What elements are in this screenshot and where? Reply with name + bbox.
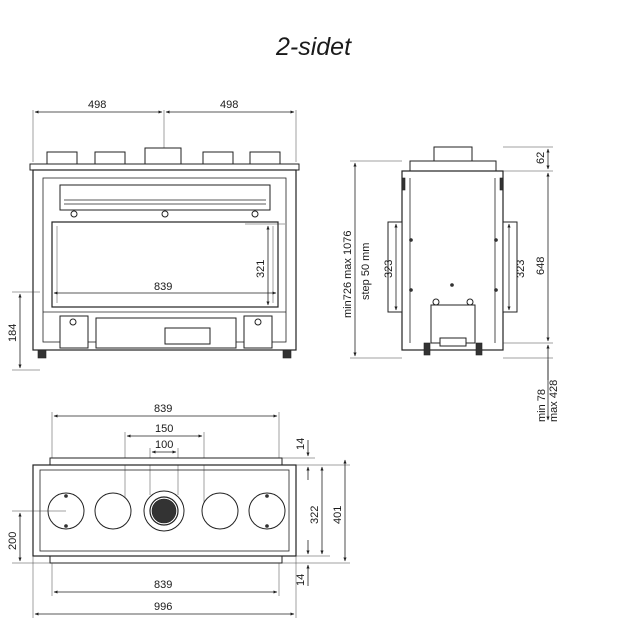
left-offset: 200 [7, 532, 19, 550]
outer-duct: 150 [155, 423, 173, 435]
side-drawer [430, 304, 476, 344]
top-box-center [144, 147, 182, 165]
base-height: 184 [7, 324, 19, 342]
leg-max: max 428 [548, 380, 560, 422]
opening-width: 839 [154, 281, 172, 293]
top-height: 62 [535, 152, 547, 164]
side-panel-right-height: 323 [515, 260, 527, 278]
total-height: min726 max 1076 [342, 231, 354, 318]
top-handle [433, 146, 473, 162]
depth-inner: 322 [309, 506, 321, 524]
leg-min: min 78 [536, 389, 548, 422]
total-width: 996 [154, 601, 172, 613]
top-cap [409, 160, 497, 172]
bottom-width: 839 [154, 579, 172, 591]
front-width-right: 498 [220, 99, 238, 111]
leg-right [282, 349, 292, 359]
screw-2 [161, 210, 169, 218]
duct-hole-2 [94, 492, 132, 530]
body-height: 648 [535, 257, 547, 275]
screw-1 [70, 210, 78, 218]
glass-opening [51, 221, 279, 308]
glass-strip-bottom [49, 555, 283, 564]
front-frame [32, 169, 297, 351]
side-leg-right [475, 342, 483, 356]
screw-3 [251, 210, 259, 218]
glass-strip-top [49, 457, 283, 466]
drawing-title: 2-sidet [275, 33, 352, 61]
side-leg-left [423, 342, 431, 356]
top-box-2 [94, 151, 126, 165]
top-box-4 [202, 151, 234, 165]
air-control [164, 327, 211, 345]
top-box-5 [249, 151, 281, 165]
height-step: step 50 mm [360, 243, 372, 300]
top-width: 839 [154, 403, 172, 415]
front-width-left: 498 [88, 99, 106, 111]
inner-duct: 100 [155, 439, 173, 451]
duct-hole-4 [201, 492, 239, 530]
side-panel-left-height: 323 [383, 260, 395, 278]
margin-top: 14 [295, 438, 307, 450]
margin-bottom: 14 [295, 574, 307, 586]
side-view: 323 323 min726 max 1076 step 50 mm 62 64… [342, 146, 560, 422]
duct-hole-5 [248, 492, 286, 530]
front-view: 498 498 839 321 [7, 99, 300, 371]
leg-left [37, 349, 47, 359]
depth-outer: 401 [332, 506, 344, 524]
top-view: 839 150 100 200 [7, 403, 350, 618]
top-plate [29, 163, 300, 171]
top-body [32, 464, 297, 557]
opening-height: 321 [255, 260, 267, 278]
upper-panel [59, 184, 271, 211]
top-box-1 [46, 151, 78, 165]
